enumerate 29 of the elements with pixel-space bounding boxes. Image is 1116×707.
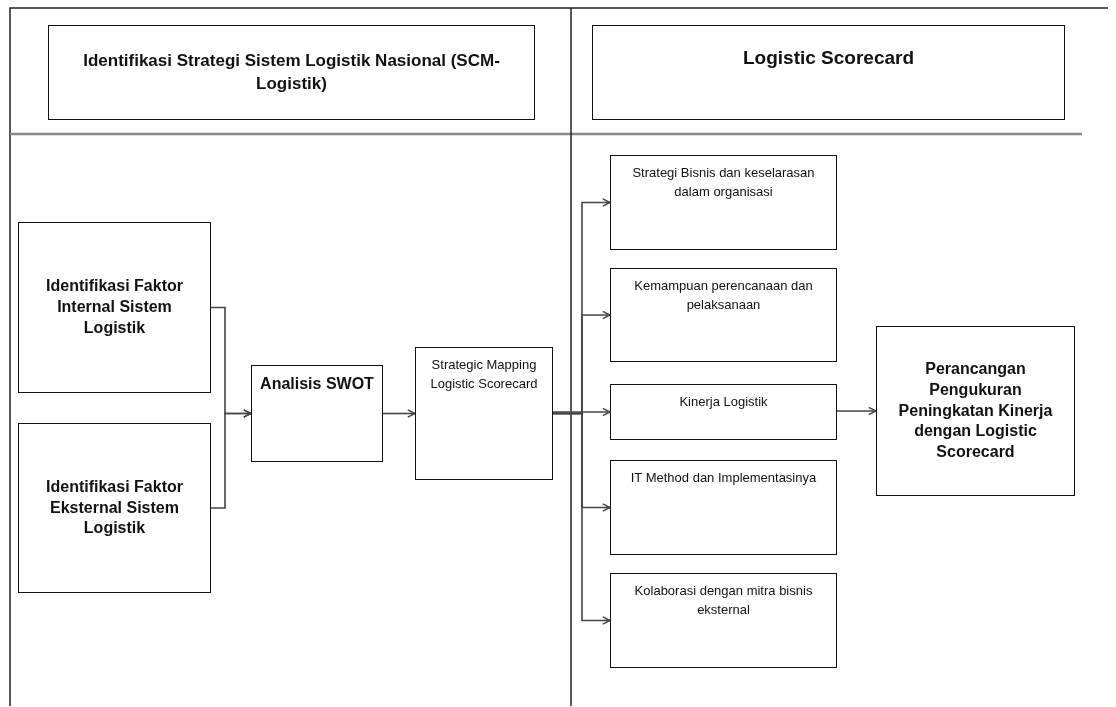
process-box [876,326,1075,496]
process-box [610,268,837,362]
node-label: Kinerja Logistik [679,393,768,411]
arrow [382,409,416,418]
node-label: Strategi Bisnis dan keselarasan dalam organisasi [631,164,816,201]
section-heading: Logistic Scorecard [742,46,915,70]
arrow [836,406,877,416]
header-box [48,25,535,120]
section-heading: Identifikasi Strategi Sistem Logistik Nasional (SCM-Logistik) [82,50,501,95]
arrow [552,407,611,417]
process-box [251,365,383,462]
arrow [552,412,611,625]
node-label: IT Method dan Implementasinya [630,469,817,487]
process-box [610,460,837,555]
node-label: Identifikasi Faktor Internal Sistem Logistik [45,276,184,338]
process-box [610,155,837,250]
process-box [18,423,211,593]
node-label: Perancangan Pengukuran Peningkatan Kinerja dengan Logistic Scorecard [897,359,1054,463]
process-box [610,573,837,668]
node-label: Analisis SWOT [260,374,374,394]
header-box [592,25,1065,120]
node-label: Kemampuan perencanaan dan pelaksanaan [633,277,814,314]
process-box [18,222,211,393]
process-box [610,384,837,440]
node-label: Identifikasi Faktor Eksternal Sistem Logistik [45,476,184,539]
arrow [210,409,252,509]
node-label: Strategic Mapping Logistic Scorecard [429,356,539,393]
node-label: Kolaborasi dengan mitra bisnis eksternal [633,582,814,619]
process-box [415,347,553,480]
